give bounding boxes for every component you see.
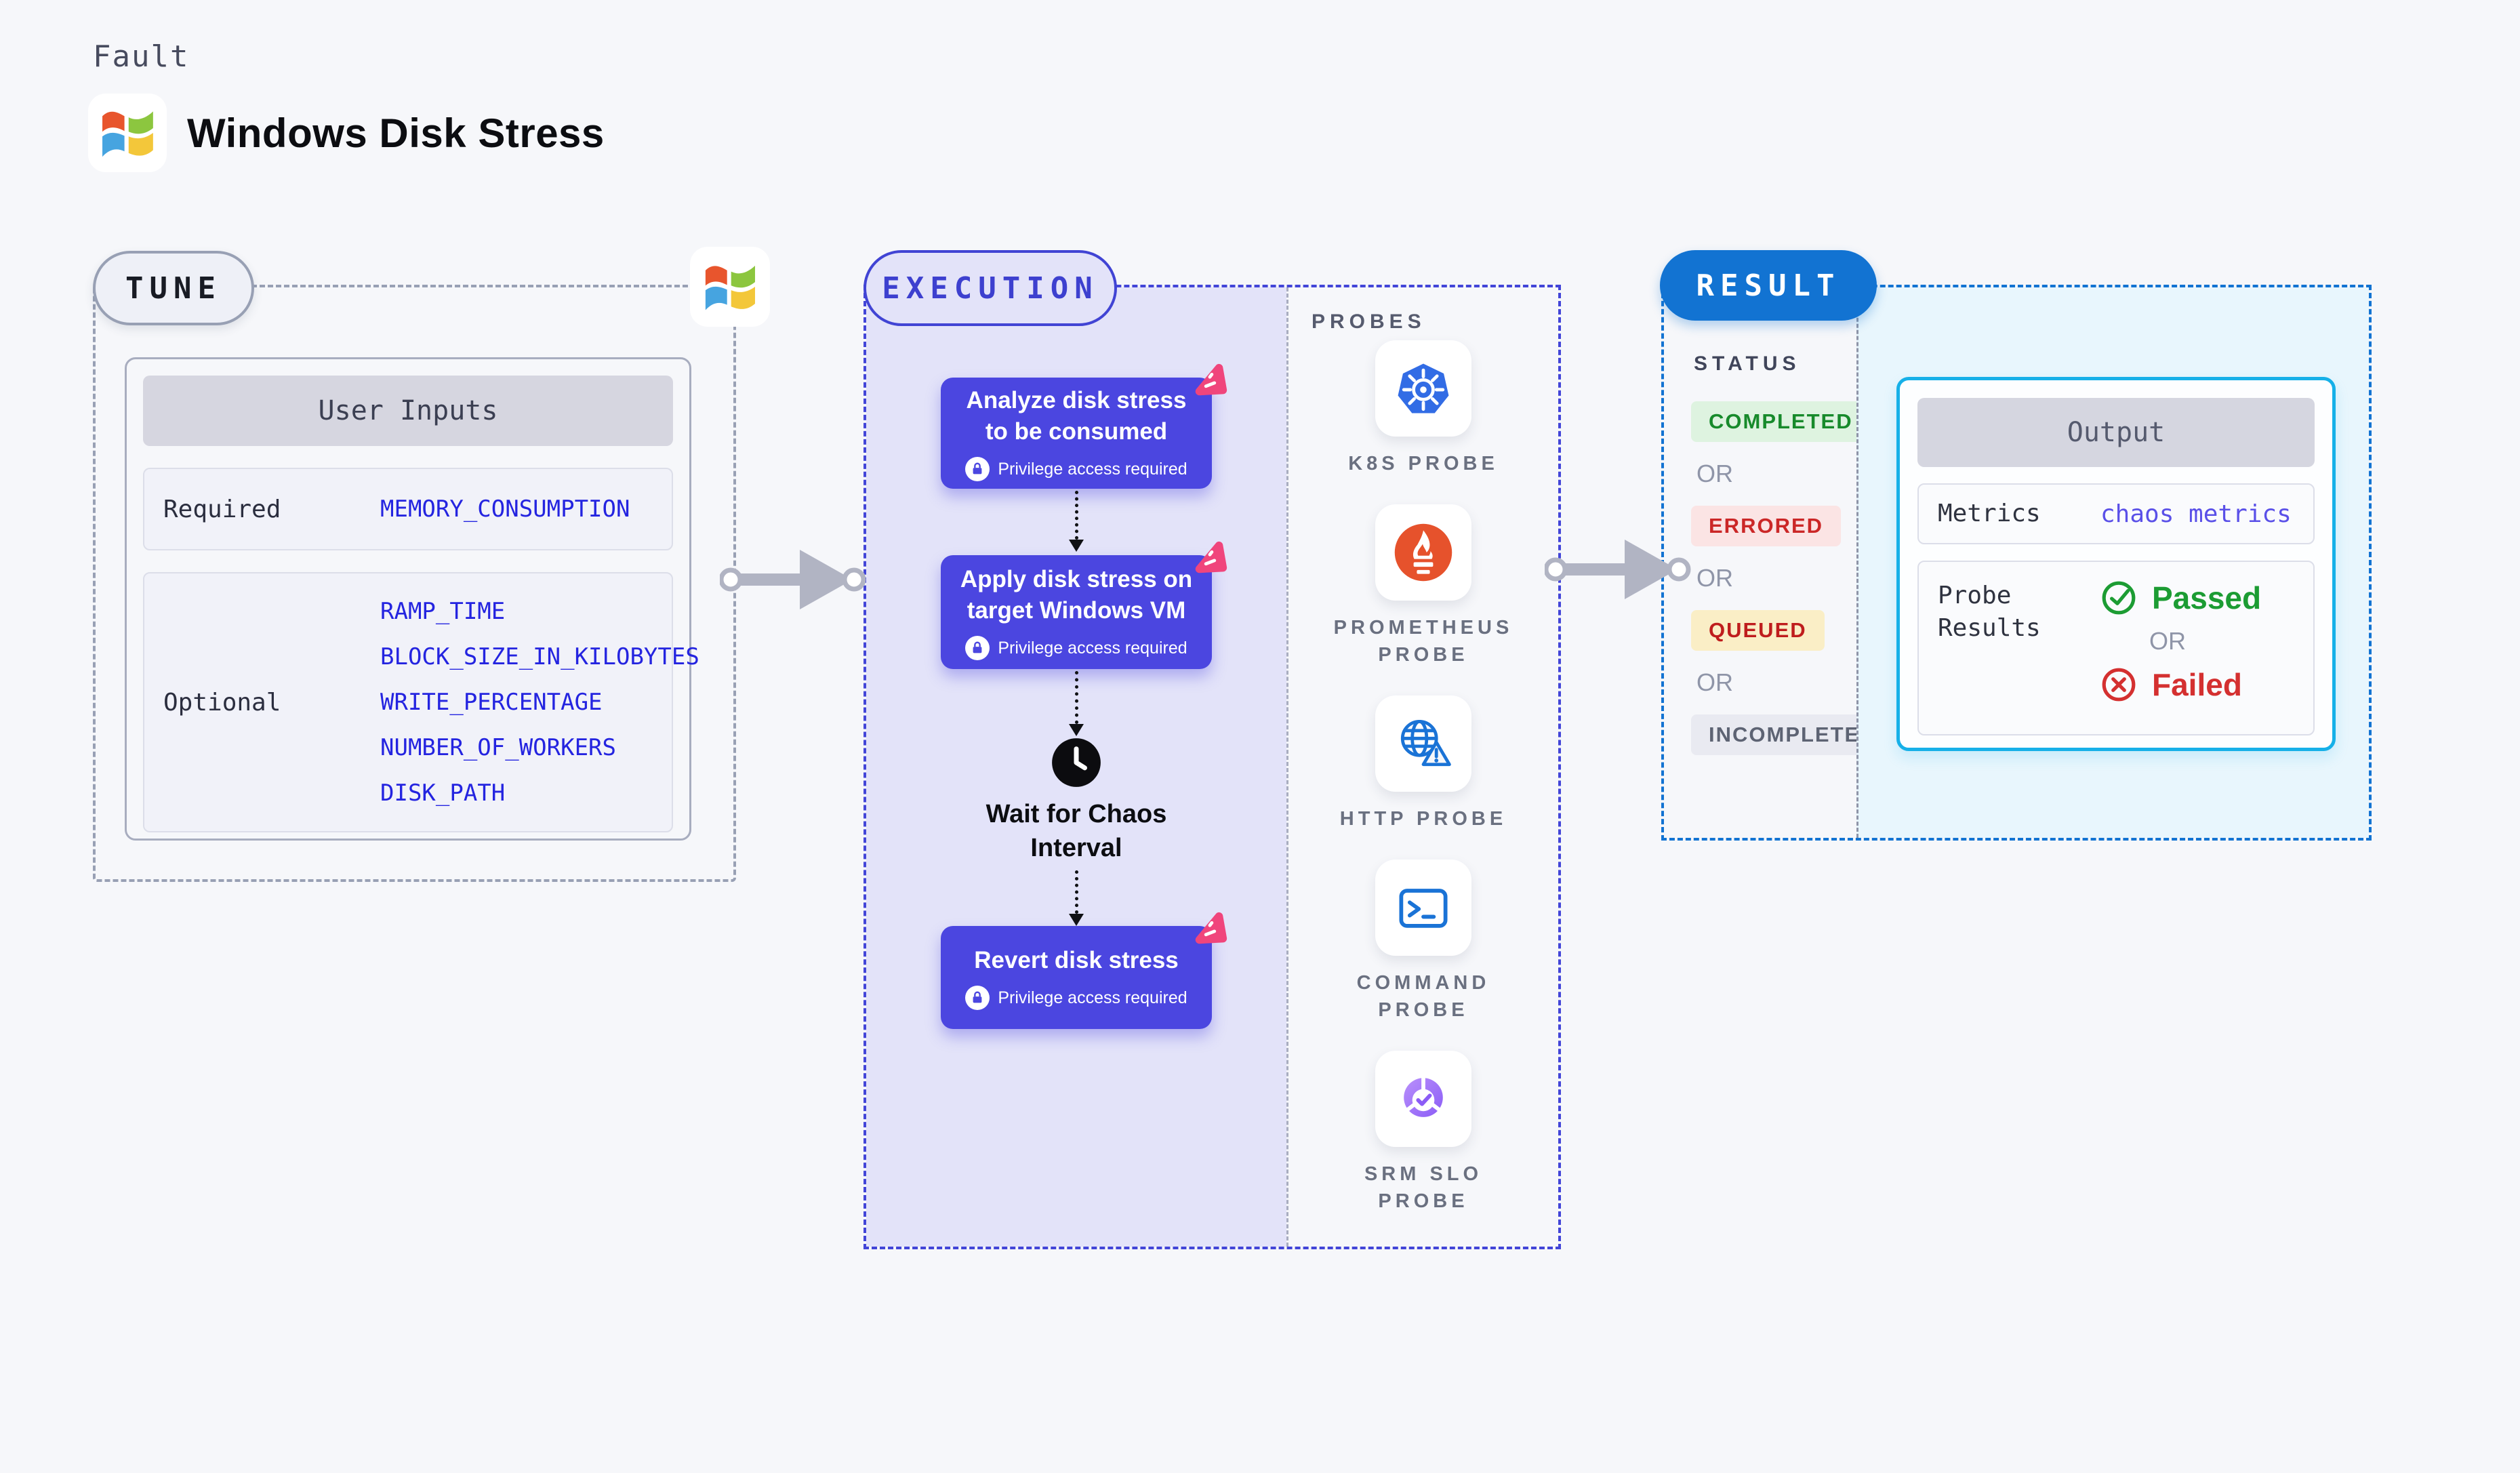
param-write-percentage: WRITE_PERCENTAGE: [380, 688, 603, 716]
probes-column: PROBES K8S PROBE: [1286, 287, 1558, 1247]
kubernetes-icon: [1375, 340, 1471, 437]
arrow-down-icon: [1069, 540, 1084, 552]
step-title: Revert disk stress: [974, 947, 1179, 973]
privilege-label: Privilege access required: [998, 638, 1187, 658]
step-title: Analyze disk stress to be consumed: [966, 387, 1187, 445]
probe-results-label: Probe Results: [1938, 582, 2041, 642]
required-param-list: MEMORY_CONSUMPTION: [380, 487, 653, 532]
probe-command: COMMAND PROBE: [1318, 860, 1528, 1024]
metrics-row: Metrics chaos metrics: [1917, 483, 2315, 544]
lock-icon: [965, 457, 990, 481]
check-circle-icon: [2102, 581, 2136, 615]
status-queued-badge: QUEUED: [1691, 610, 1825, 651]
result-badge: RESULT: [1660, 250, 1877, 321]
probe-label: PROMETHEUS PROBE: [1333, 617, 1513, 666]
privilege-label: Privilege access required: [998, 988, 1187, 1007]
failed-label: Failed: [2152, 667, 2242, 702]
srm-slo-pie-check-icon: [1375, 1051, 1471, 1147]
optional-params-row: Optional RAMP_TIME BLOCK_SIZE_IN_KILOBYT…: [143, 572, 699, 832]
execution-panel: EXECUTION Analyze disk stress to be cons…: [863, 250, 1561, 1249]
privilege-label: Privilege access required: [998, 459, 1187, 479]
probe-label: K8S PROBE: [1348, 453, 1499, 475]
arrow-down-icon: [1069, 724, 1084, 736]
probe-results-row: Probe Results Passed OR: [1917, 561, 2315, 735]
flow-connector: [1069, 870, 1084, 926]
title-row: Windows Disk Stress: [88, 94, 605, 172]
privilege-badge: Privilege access required: [965, 636, 1187, 660]
tune-panel: TUNE User Inputs Required MEMORY_CONSUMP…: [93, 247, 770, 882]
clock-icon: [1050, 736, 1103, 792]
windows-logo-icon: [88, 94, 167, 172]
result-panel: RESULT STATUS COMPLETED OR ERRORED OR QU…: [1660, 250, 2372, 841]
arrow-down-icon: [1069, 914, 1084, 926]
probe-prometheus: PROMETHEUS PROBE: [1318, 504, 1528, 668]
or-label: OR: [2149, 627, 2186, 655]
user-inputs-card: User Inputs Required MEMORY_CONSUMPTION …: [125, 357, 699, 841]
page-title: Windows Disk Stress: [187, 110, 605, 156]
probe-k8s: K8S PROBE: [1318, 340, 1528, 477]
probe-label: SRM SLO PROBE: [1364, 1163, 1483, 1212]
output-area: Output Metrics chaos metrics Probe Resul…: [1856, 287, 2369, 838]
passed-label: Passed: [2152, 580, 2262, 616]
flow-connector: [1069, 491, 1084, 552]
execution-flow-area: Analyze disk stress to be consumed Privi…: [866, 287, 1286, 1247]
probe-srm-slo: SRM SLO PROBE: [1318, 1051, 1528, 1215]
or-label: OR: [1696, 460, 1733, 487]
probe-label: HTTP PROBE: [1339, 808, 1507, 830]
step-apply-disk-stress: Apply disk stress on target Windows VM P…: [941, 541, 1227, 669]
param-block-size: BLOCK_SIZE_IN_KILOBYTES: [380, 643, 699, 670]
execution-badge: EXECUTION: [863, 250, 1117, 326]
privilege-badge: Privilege access required: [965, 457, 1187, 481]
windows-flag-icon: [705, 266, 755, 310]
wait-for-chaos-label: Wait for Chaos Interval: [985, 800, 1167, 862]
status-errored-badge: ERRORED: [1691, 506, 1842, 546]
prometheus-icon: [1375, 504, 1471, 601]
terminal-icon: [1375, 860, 1471, 956]
chaos-pink-icon: [1195, 363, 1227, 396]
step-analyze-disk-stress: Analyze disk stress to be consumed Privi…: [941, 363, 1227, 489]
status-list: COMPLETED OR ERRORED OR QUEUED OR INCOMP…: [1691, 401, 1894, 755]
status-title: STATUS: [1694, 352, 1801, 375]
privilege-badge: Privilege access required: [965, 986, 1187, 1010]
flow-connector: [1069, 671, 1084, 736]
fault-eyebrow: Fault: [93, 39, 190, 74]
lock-icon: [965, 986, 990, 1010]
status-completed-badge: COMPLETED: [1691, 401, 1871, 442]
optional-param-list: RAMP_TIME BLOCK_SIZE_IN_KILOBYTES WRITE_…: [380, 589, 699, 816]
chaos-pink-icon: [1195, 912, 1227, 944]
step-revert-disk-stress: Revert disk stress Privilege access requ…: [941, 912, 1227, 1029]
required-label: Required: [163, 495, 281, 523]
probe-label: COMMAND PROBE: [1356, 972, 1490, 1021]
output-title: Output: [1917, 398, 2315, 467]
tune-to-execution-arrow: [718, 539, 866, 624]
output-box: Output Metrics chaos metrics Probe Resul…: [1896, 377, 2336, 751]
passed-line: Passed: [2100, 580, 2261, 616]
or-label: OR: [1696, 564, 1733, 592]
http-globe-warning-icon: [1375, 695, 1471, 792]
metrics-label: Metrics: [1938, 500, 2041, 527]
user-inputs-title: User Inputs: [143, 376, 673, 446]
chaos-pink-icon: [1195, 541, 1227, 573]
probe-results-values: Passed OR Failed: [2100, 580, 2294, 717]
param-memory-consumption: MEMORY_CONSUMPTION: [380, 495, 630, 523]
param-number-of-workers: NUMBER_OF_WORKERS: [380, 733, 616, 761]
failed-line: Failed: [2100, 666, 2242, 703]
windows-logo-small-icon: [690, 247, 770, 327]
tune-badge: TUNE: [93, 251, 254, 325]
param-disk-path: DISK_PATH: [380, 779, 506, 807]
x-circle-icon: [2102, 668, 2136, 702]
status-column: STATUS COMPLETED OR ERRORED OR QUEUED OR…: [1664, 287, 1894, 838]
metrics-value: chaos metrics: [2100, 500, 2292, 528]
param-ramp-time: RAMP_TIME: [380, 597, 506, 625]
probe-http: HTTP PROBE: [1318, 695, 1528, 832]
or-label: OR: [1696, 668, 1733, 696]
probes-title: PROBES: [1312, 310, 1426, 333]
step-title: Apply disk stress on target Windows VM: [960, 566, 1193, 624]
execution-to-result-arrow: [1543, 529, 1691, 613]
windows-flag-icon: [102, 111, 153, 157]
optional-label: Optional: [163, 688, 281, 717]
lock-icon: [965, 636, 990, 660]
required-params-row: Required MEMORY_CONSUMPTION: [143, 468, 673, 550]
